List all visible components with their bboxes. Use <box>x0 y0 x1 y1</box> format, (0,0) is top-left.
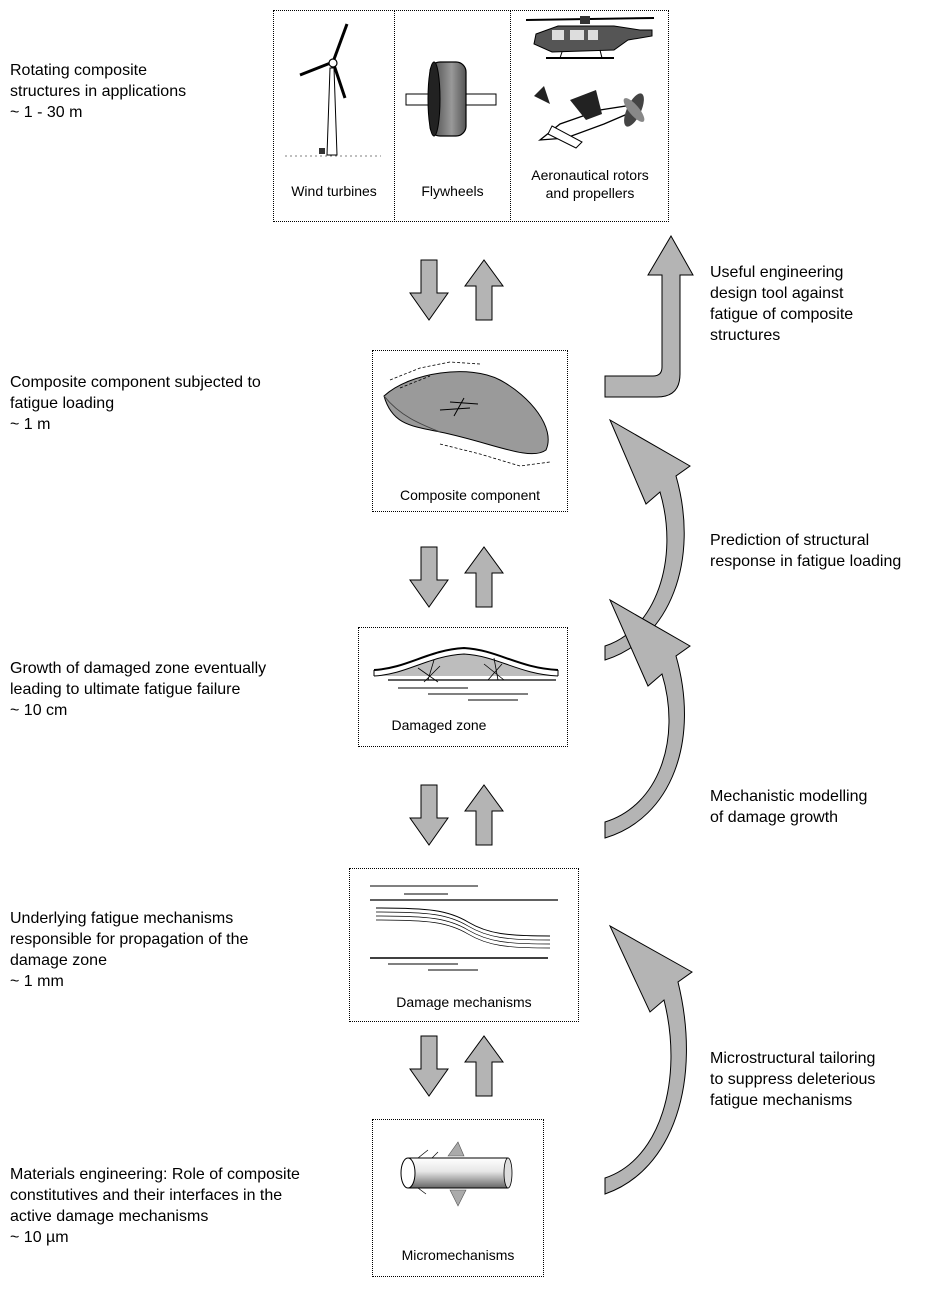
level-5-line: active damage mechanisms <box>10 1208 209 1225</box>
aero-caption-line: and propellers <box>545 185 635 201</box>
level-2-description: Composite component subjected to fatigue… <box>10 372 261 435</box>
level-5-line: Materials engineering: Role of composite <box>10 1166 300 1183</box>
label-line: Microstructural tailoring <box>710 1050 876 1067</box>
label-design-tool: Useful engineering design tool against f… <box>710 262 853 346</box>
level-4-line: Underlying fatigue mechanisms <box>10 910 234 927</box>
panel-divider <box>394 10 395 222</box>
aero-caption: Aeronautical rotors and propellers <box>512 166 668 202</box>
micromechanisms-caption: Micromechanisms <box>401 1247 515 1263</box>
damaged-zone-drawing <box>373 646 559 701</box>
updown-arrow-pair-3 <box>409 784 504 846</box>
damaged-zone-caption: Damaged zone <box>391 717 487 733</box>
label-line: design tool against <box>710 285 844 302</box>
label-microstructural-tailoring: Microstructural tailoring to suppress de… <box>710 1048 875 1111</box>
label-line: fatigue mechanisms <box>710 1092 853 1109</box>
label-line: of damage growth <box>710 809 839 826</box>
level-5-line: constitutives and their interfaces in th… <box>10 1187 283 1204</box>
design-tool-arrow <box>604 234 694 398</box>
label-line: response in fatigue loading <box>710 553 902 570</box>
damage-mechanisms-panel <box>349 868 579 1022</box>
wind-turbines-caption: Wind turbines <box>291 183 377 199</box>
level-2-line: Composite component subjected to <box>10 374 261 391</box>
level-5-scale: ~ 10 µm <box>10 1229 69 1246</box>
updown-arrow-pair-2 <box>409 546 504 608</box>
panel-divider <box>510 10 511 222</box>
label-line: structures <box>710 327 781 344</box>
level-2-line: fatigue loading <box>10 395 115 412</box>
updown-arrow-pair-4 <box>409 1035 504 1097</box>
fiber-drawing <box>400 1141 513 1207</box>
mechanistic-modelling-arrow <box>604 598 691 839</box>
label-line: Prediction of structural <box>710 532 870 549</box>
level-2-scale: ~ 1 m <box>10 416 51 433</box>
level-3-scale: ~ 10 cm <box>10 702 68 719</box>
level-4-description: Underlying fatigue mechanisms responsibl… <box>10 908 248 992</box>
level-4-line: responsible for propagation of the <box>10 931 249 948</box>
level-5-description: Materials engineering: Role of composite… <box>10 1164 300 1248</box>
aero-caption-line: Aeronautical rotors <box>531 167 649 183</box>
label-line: to suppress deleterious <box>710 1071 876 1088</box>
level-1-line: Rotating composite <box>10 62 147 79</box>
level-3-description: Growth of damaged zone eventually leadin… <box>10 658 266 721</box>
level-1-description: Rotating composite structures in applica… <box>10 60 186 123</box>
propeller-aircraft-icon <box>534 86 645 149</box>
level-3-line: Growth of damaged zone eventually <box>10 660 267 677</box>
label-line: Mechanistic modelling <box>710 788 868 805</box>
composite-component-drawing <box>383 361 551 467</box>
applications-panel <box>273 10 669 222</box>
flywheel-icon <box>405 61 497 137</box>
level-4-line: damage zone <box>10 952 107 969</box>
microstructural-tailoring-arrow <box>604 924 693 1195</box>
prediction-arrow <box>604 418 691 661</box>
level-1-line: structures in applications <box>10 83 187 100</box>
label-prediction: Prediction of structural response in fat… <box>710 530 901 572</box>
label-mechanistic-modelling: Mechanistic modelling of damage growth <box>710 786 867 828</box>
flywheels-caption: Flywheels <box>421 183 484 199</box>
damage-mechanisms-caption: Damage mechanisms <box>396 994 532 1010</box>
damage-mechanisms-drawing <box>370 885 558 971</box>
composite-component-caption: Composite component <box>399 487 541 503</box>
level-4-scale: ~ 1 mm <box>10 973 64 990</box>
micromechanisms-panel <box>372 1119 544 1277</box>
helicopter-icon <box>525 16 655 59</box>
label-line: Useful engineering <box>710 264 844 281</box>
level-1-scale: ~ 1 - 30 m <box>10 104 83 121</box>
composite-component-panel <box>372 350 568 512</box>
level-3-line: leading to ultimate fatigue failure <box>10 681 241 698</box>
wind-turbine-icon <box>285 23 381 157</box>
damaged-zone-panel <box>358 627 568 747</box>
label-line: fatigue of composite <box>710 306 854 323</box>
updown-arrow-pair-1 <box>409 259 504 321</box>
